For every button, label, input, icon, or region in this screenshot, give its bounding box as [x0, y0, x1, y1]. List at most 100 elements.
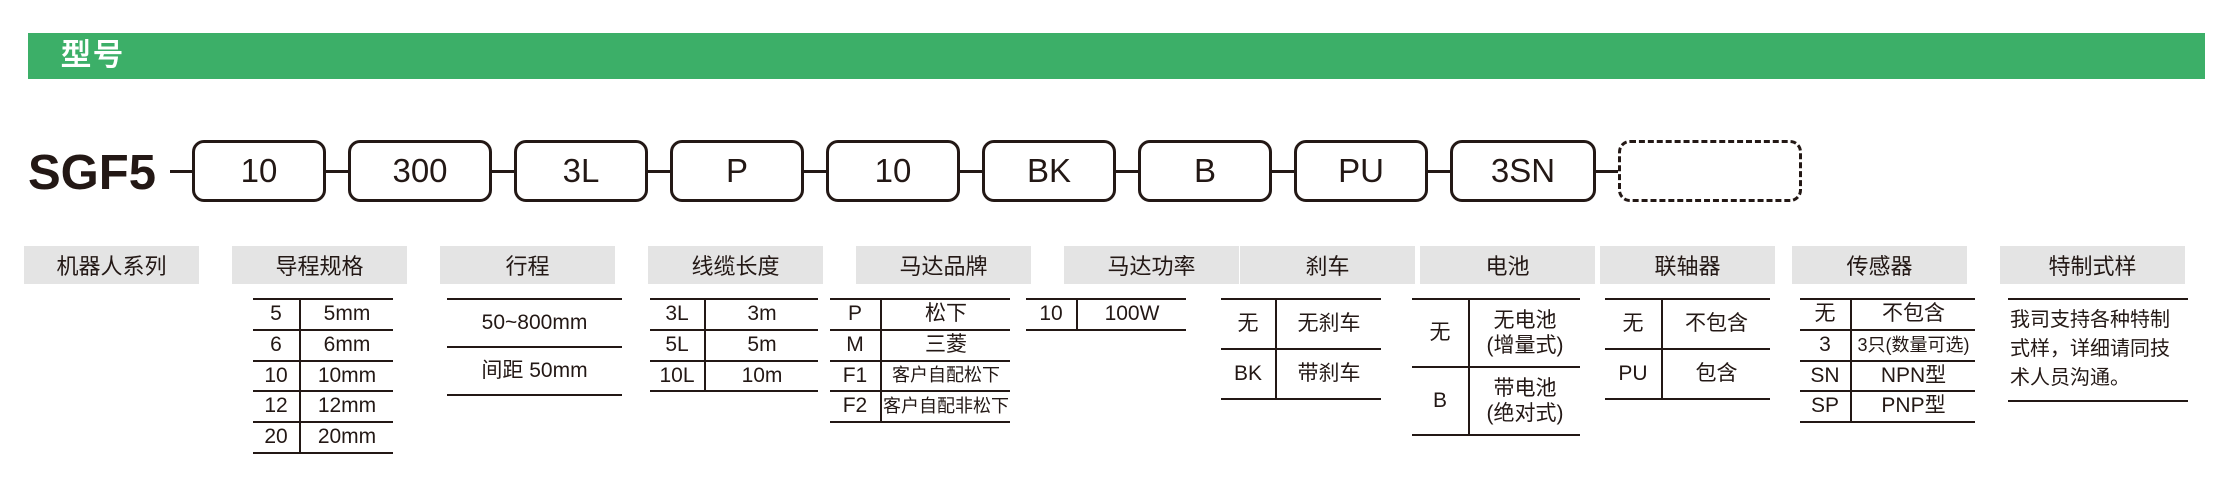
- table-row: F1 客户自配松下: [830, 359, 1010, 392]
- options-table-motor-power: 10 100W: [1026, 298, 1186, 331]
- option-code: 5L: [650, 328, 706, 361]
- connector-7: [1272, 170, 1294, 173]
- option-desc: 20mm: [300, 421, 393, 454]
- option-desc: NPN型: [1851, 359, 1975, 392]
- table-row: 无 无电池 (增量式): [1412, 298, 1580, 367]
- options-table-cable-length: 3L 3m 5L 5m 10L 10m: [650, 298, 818, 393]
- code-box-0[interactable]: 10: [192, 140, 326, 202]
- code-box-7[interactable]: PU: [1294, 140, 1428, 202]
- table-row: 6 6mm: [253, 328, 393, 361]
- options-table-stroke: 50~800mm 间距 50mm: [447, 298, 622, 396]
- code-box-5[interactable]: BK: [982, 140, 1116, 202]
- connector-0: [170, 170, 192, 173]
- option-code: 12: [253, 390, 301, 423]
- option-code: 10L: [650, 359, 706, 393]
- option-code: BK: [1221, 348, 1277, 400]
- table-row: 5 5mm: [253, 298, 393, 330]
- option-desc: 带电池 (绝对式): [1469, 366, 1580, 436]
- option-code: P: [830, 298, 882, 330]
- category-header-battery: 电池: [1420, 246, 1595, 284]
- table-row: M 三菱: [830, 328, 1010, 361]
- table-row: P 松下: [830, 298, 1010, 330]
- option-code: 20: [253, 421, 301, 454]
- option-desc: 3只(数量可选): [1851, 328, 1975, 361]
- category-header-brake: 刹车: [1240, 246, 1415, 284]
- table-row: 20 20mm: [253, 421, 393, 454]
- table-row: BK 带刹车: [1221, 348, 1381, 400]
- category-header-custom-spec: 特制式样: [2000, 246, 2185, 284]
- category-header-motor-brand: 马达品牌: [856, 246, 1031, 284]
- category-header-cable-length: 线缆长度: [648, 246, 823, 284]
- option-desc: 间距 50mm: [447, 346, 622, 396]
- table-row: 10 100W: [1026, 298, 1186, 331]
- option-desc: 无电池 (增量式): [1469, 298, 1580, 367]
- option-code: SN: [1800, 359, 1852, 392]
- option-code: 10: [253, 359, 301, 392]
- page-title: 型号: [61, 39, 125, 72]
- option-code: 3L: [650, 298, 706, 330]
- option-desc: 5mm: [300, 298, 393, 330]
- code-box-6[interactable]: B: [1138, 140, 1272, 202]
- code-box-2[interactable]: 3L: [514, 140, 648, 202]
- option-desc: 三菱: [881, 328, 1010, 361]
- table-row: 3L 3m: [650, 298, 818, 330]
- option-code: PU: [1605, 348, 1663, 400]
- table-row: B 带电池 (绝对式): [1412, 366, 1580, 436]
- connector-3: [648, 170, 670, 173]
- code-box-8[interactable]: 3SN: [1450, 140, 1596, 202]
- category-header-motor-power: 马达功率: [1064, 246, 1239, 284]
- option-desc: 3m: [705, 298, 818, 330]
- options-table-lead-spec: 5 5mm 6 6mm 10 10mm 12 12mm 20 20mm: [253, 298, 393, 454]
- connector-5: [960, 170, 982, 173]
- option-desc: 5m: [705, 328, 818, 361]
- category-header-sensor: 传感器: [1792, 246, 1967, 284]
- options-table-motor-brand: P 松下 M 三菱 F1 客户自配松下 F2 客户自配非松下: [830, 298, 1010, 424]
- option-code: 无: [1605, 298, 1663, 349]
- table-row: 5L 5m: [650, 328, 818, 361]
- option-desc: 10m: [705, 359, 818, 393]
- option-desc: 6mm: [300, 328, 393, 361]
- connector-9: [1596, 170, 1618, 173]
- code-box-4[interactable]: 10: [826, 140, 960, 202]
- connector-1: [326, 170, 348, 173]
- table-row: 间距 50mm: [447, 346, 622, 396]
- option-desc: 不包含: [1662, 298, 1770, 349]
- option-desc: 松下: [881, 298, 1010, 330]
- table-row: 无 不包含: [1605, 298, 1770, 349]
- option-code: SP: [1800, 390, 1852, 424]
- table-row: 无 无刹车: [1221, 298, 1381, 349]
- options-table-battery: 无 无电池 (增量式) B 带电池 (绝对式): [1412, 298, 1580, 436]
- option-desc: 客户自配非松下: [881, 390, 1010, 424]
- connector-2: [492, 170, 514, 173]
- table-row: PU 包含: [1605, 348, 1770, 400]
- table-row: 无 不包含: [1800, 298, 1975, 330]
- table-row: 3 3只(数量可选): [1800, 328, 1975, 361]
- option-code: 10: [1026, 298, 1078, 331]
- option-code: 6: [253, 328, 301, 361]
- code-box-3[interactable]: P: [670, 140, 804, 202]
- code-box-custom[interactable]: [1618, 140, 1802, 202]
- section-header: 型号: [28, 33, 2205, 79]
- connector-8: [1428, 170, 1450, 173]
- table-row: 10 10mm: [253, 359, 393, 392]
- table-row: 12 12mm: [253, 390, 393, 423]
- option-code: 无: [1412, 298, 1470, 367]
- code-box-1[interactable]: 300: [348, 140, 492, 202]
- option-desc: PNP型: [1851, 390, 1975, 424]
- option-desc: 12mm: [300, 390, 393, 423]
- option-code: F2: [830, 390, 882, 424]
- option-code: F1: [830, 359, 882, 392]
- option-desc: 带刹车: [1276, 348, 1381, 400]
- option-desc: 无刹车: [1276, 298, 1381, 349]
- table-row: 50~800mm: [447, 298, 622, 347]
- option-code: 无: [1800, 298, 1852, 330]
- connector-6: [1116, 170, 1138, 173]
- options-table-coupling: 无 不包含 PU 包含: [1605, 298, 1770, 400]
- table-row: F2 客户自配非松下: [830, 390, 1010, 424]
- options-table-sensor: 无 不包含 3 3只(数量可选) SN NPN型 SP PNP型: [1800, 298, 1975, 424]
- option-code: M: [830, 328, 882, 361]
- model-prefix: SGF5: [28, 146, 156, 200]
- table-row: SN NPN型: [1800, 359, 1975, 392]
- option-desc: 100W: [1077, 298, 1186, 331]
- option-code: 3: [1800, 328, 1852, 361]
